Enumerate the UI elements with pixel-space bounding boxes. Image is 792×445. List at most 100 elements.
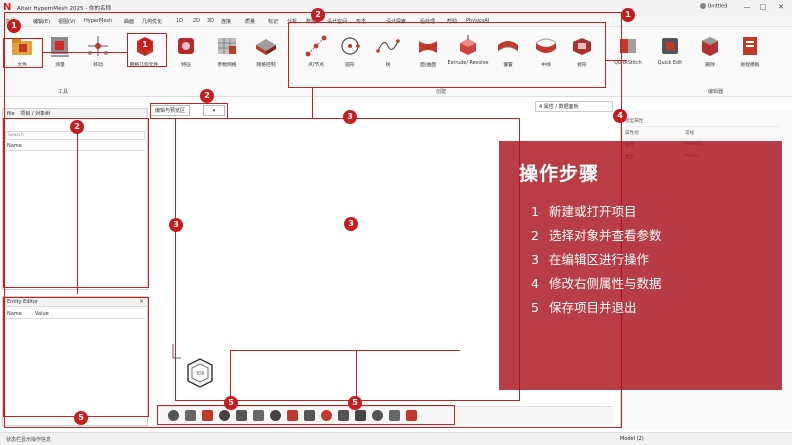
delete-icon xyxy=(702,37,718,56)
name-column-header: Name xyxy=(7,143,22,149)
entity-editor-title: Entity Editor xyxy=(3,297,147,307)
offset-icon xyxy=(497,41,519,52)
callout-badge-1: 1 xyxy=(621,8,635,22)
editor-callout-frame xyxy=(3,297,149,417)
extrude-revolve-button[interactable]: Extrude/ Revolve xyxy=(446,33,490,66)
zoom-icon[interactable] xyxy=(287,410,298,421)
menu-item[interactable]: 2D xyxy=(193,18,201,24)
connector-line xyxy=(230,350,460,352)
measure-button[interactable]: 测量 xyxy=(38,33,82,68)
account-button[interactable]: Unittled xyxy=(700,3,727,10)
tab-file[interactable]: file xyxy=(7,111,15,117)
maximize-button[interactable]: □ xyxy=(759,3,767,11)
viewport-callout-frame xyxy=(175,118,520,401)
callout-badge-1: 1 xyxy=(138,38,152,52)
param-mesh-icon xyxy=(218,38,236,54)
point-icon xyxy=(305,35,327,57)
viewport-label-callout-frame xyxy=(150,103,228,119)
surface-button[interactable]: 面/曲面 xyxy=(406,33,450,68)
extrude-icon xyxy=(460,35,476,55)
connector-line xyxy=(356,350,358,405)
shade-icon[interactable] xyxy=(168,410,179,421)
reverse-icon[interactable] xyxy=(338,410,349,421)
callout-badge-3: 3 xyxy=(169,218,183,232)
quick-edit-button[interactable]: Quick Edit xyxy=(648,33,692,66)
callout-badge-5: 5 xyxy=(224,396,238,410)
midline-button[interactable]: 中线 xyxy=(524,33,568,68)
callout-badge-2: 2 xyxy=(311,8,325,22)
menu-item[interactable]: 质量 xyxy=(245,19,256,25)
rotate-icon[interactable] xyxy=(253,410,264,421)
settings-icon[interactable] xyxy=(406,410,417,421)
user-icon xyxy=(700,3,706,9)
circle-button[interactable]: 圆形 xyxy=(328,33,372,68)
search-icon[interactable] xyxy=(372,410,383,421)
section-icon[interactable] xyxy=(304,410,315,421)
quickstitch-button[interactable]: QuickStitch xyxy=(606,33,650,66)
fit-icon[interactable] xyxy=(270,410,281,421)
file-callout-frame xyxy=(3,38,43,68)
menu-item[interactable]: 编辑(E) xyxy=(33,19,51,25)
surface-icon xyxy=(419,41,437,53)
process-template-button[interactable]: 进程模板 xyxy=(728,33,772,68)
menu-item[interactable]: 几何优化 xyxy=(142,19,163,25)
feature-button[interactable]: 特征 xyxy=(164,33,208,68)
create-callout-frame xyxy=(288,22,606,88)
camera-icon[interactable] xyxy=(389,410,400,421)
callout-badge-5: 5 xyxy=(74,411,88,425)
mask-icon[interactable] xyxy=(321,410,332,421)
axis-icon[interactable] xyxy=(355,410,366,421)
circle-icon xyxy=(341,37,360,55)
axis-triad-icon xyxy=(172,344,181,359)
cube-icon[interactable] xyxy=(236,410,247,421)
callout-badge-5: 5 xyxy=(348,396,362,410)
entity-editor-panel: Entity Editor × Name Value xyxy=(2,296,148,426)
point-node-button[interactable]: 点/节点 xyxy=(294,33,338,68)
view-cube-icon[interactable]: TOP xyxy=(180,355,220,395)
menu-item[interactable]: 视图(V) xyxy=(58,19,76,25)
menu-item[interactable]: 标记 xyxy=(268,19,279,25)
browser-callout-frame xyxy=(3,118,149,288)
divider xyxy=(5,150,145,151)
wireframe-icon[interactable] xyxy=(185,410,196,421)
trim-button[interactable]: 修形 xyxy=(560,33,604,68)
connector-line xyxy=(605,60,627,62)
line-button[interactable]: 线 xyxy=(366,33,410,68)
mesh-callout-frame xyxy=(127,33,167,67)
quickstitch-icon xyxy=(620,39,636,53)
menu-item[interactable]: 1D xyxy=(176,18,184,24)
pan-icon[interactable] xyxy=(219,410,230,421)
editor-group-label: 编辑器 xyxy=(708,89,724,95)
menu-item[interactable]: PhysicsAI xyxy=(466,18,490,24)
close-icon[interactable]: × xyxy=(138,298,144,305)
param-mesh-button[interactable]: 参数网格 xyxy=(205,33,249,68)
quickedit-icon xyxy=(662,38,678,54)
mesh-control-icon xyxy=(256,39,276,55)
trim-icon xyxy=(573,38,591,55)
menu-item[interactable]: 3D xyxy=(207,18,215,24)
menu-item[interactable]: 曲面 xyxy=(124,19,135,25)
folder-icon xyxy=(12,38,32,55)
status-text: 状态栏显示操作信息 xyxy=(6,437,52,443)
mesh-control-button[interactable]: 网格控制 xyxy=(244,33,288,68)
property-dropdown[interactable]: 4 属性 / 数据面板 xyxy=(535,101,613,112)
steps-title: 操作步骤 xyxy=(519,163,600,185)
close-window-button[interactable]: ✕ xyxy=(778,3,784,11)
offset-button[interactable]: 偏置 xyxy=(486,33,530,68)
menu-item[interactable]: HyperMesh xyxy=(84,18,113,24)
menu-item[interactable]: 连接 xyxy=(221,19,232,25)
file-button[interactable]: 文件 xyxy=(0,33,44,68)
eye-icon[interactable] xyxy=(202,410,213,421)
toolbar-callout-frame xyxy=(157,405,455,425)
minimize-button[interactable]: — xyxy=(743,3,751,11)
delete-button[interactable]: 删除 xyxy=(688,33,732,68)
viewport-dropdown[interactable]: ▾ xyxy=(203,105,225,116)
tab-project-tree[interactable]: 项目 / 对象树 xyxy=(20,111,51,117)
callout-badge-2: 2 xyxy=(200,89,214,103)
model-browser-panel: file 项目 / 对象树 Search Name xyxy=(2,108,148,290)
